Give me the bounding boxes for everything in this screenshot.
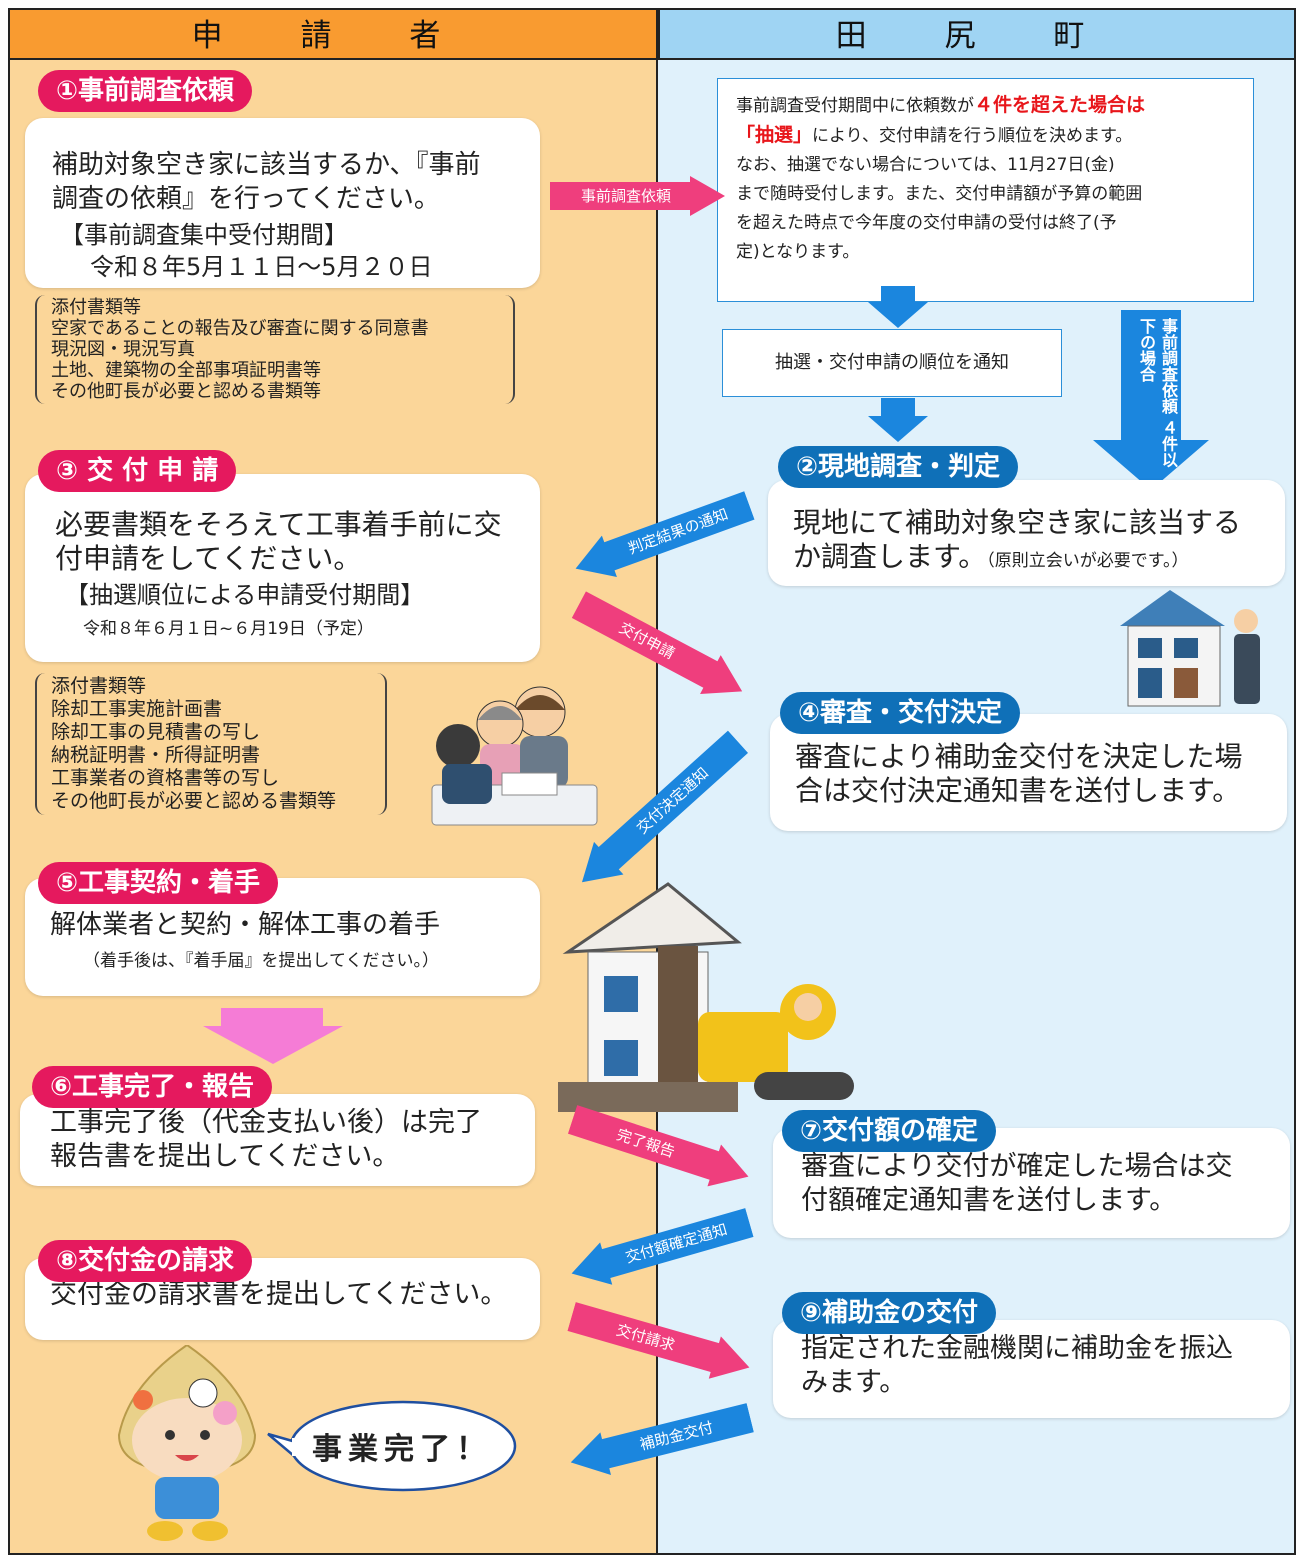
step6-card: 工事完了後（代金支払い後）は完了 報告書を提出してください。 <box>20 1094 535 1186</box>
house-inspector-illustration <box>1120 590 1260 707</box>
step4-label: ④審査・交付決定 <box>780 692 1021 734</box>
notice-box: 事前調査受付期間中に依頼数が４件を超えた場合は 「抽選」により、交付申請を行う順… <box>717 78 1254 302</box>
notice-text: まで随時受付します。また、交付申請額が予算の範囲 <box>736 184 1143 204</box>
step8-text: 交付金の請求書を提出してください。 <box>50 1279 508 1310</box>
mascot-illustration <box>117 1345 257 1541</box>
step7-text-2: 付額確定通知書を送付します。 <box>801 1185 1177 1216</box>
step1-card: 補助対象空き家に該当するか、『事前 調査の依頼』を行ってください。 【事前調査集… <box>25 118 540 288</box>
doc-item: その他町長が必要と認める書類等 <box>51 381 321 402</box>
step4-text-2: 合は交付決定通知書を送付します。 <box>795 774 1241 807</box>
demolition-illustration <box>558 882 854 1112</box>
notice-text: 定)となります。 <box>736 242 860 262</box>
step3-documents: 添付書類等 除却工事実施計画書 除却工事の見積書の写し 納税証明書・所得証明書 … <box>35 673 387 815</box>
down-arrow-icon <box>868 398 928 442</box>
step5-text: 解体業者と契約・解体工事の着手 <box>50 910 441 940</box>
step2-label: ②現地調査・判定 <box>778 446 1019 488</box>
step3-text-1: 必要書類をそろえて工事着手前に交 <box>55 508 502 541</box>
step5-label: ⑤工事契約・着手 <box>38 862 279 904</box>
arrow-amount-notice: 交付額確定通知 <box>566 1201 756 1294</box>
step2-text-1: 現地にて補助対象空き家に該当する <box>793 506 1242 539</box>
doc-item: 添付書類等 <box>51 675 147 697</box>
completion-text: 事業完了！ <box>312 1432 492 1467</box>
step3-card: 必要書類をそろえて工事着手前に交 付申請をしてください。 【抽選順位による申請受… <box>25 474 540 662</box>
step7-text-1: 審査により交付が確定した場合は交 <box>801 1151 1233 1182</box>
lottery-box: 抽選・交付申請の順位を通知 <box>722 329 1062 397</box>
notice-text: を超えた時点で今年度の交付申請の受付は終了(予 <box>736 213 1117 233</box>
step6-label: ⑥工事完了・報告 <box>32 1066 273 1108</box>
step2-text-2-main: か調査します。 <box>793 540 987 573</box>
step9-text-2: みます。 <box>801 1367 907 1398</box>
notice-highlight: ４件を超えた場合は <box>974 94 1146 116</box>
step8-label: ⑧交付金の請求 <box>38 1240 253 1282</box>
step1-period-title: 【事前調査集中受付期間】 <box>60 221 348 249</box>
step6-text-1: 工事完了後（代金支払い後）は完了 <box>50 1107 482 1138</box>
step7-label: ⑦交付額の確定 <box>782 1110 997 1152</box>
applicant-header: 申 請 者 <box>8 8 658 60</box>
step6-text-2: 報告書を提出してください。 <box>50 1141 400 1172</box>
step2-note: （原則立会いが必要です。） <box>986 551 1189 571</box>
doc-item: 除却工事実施計画書 <box>51 698 223 720</box>
step2-card: 現地にて補助対象空き家に該当する か調査します。（原則立会いが必要です。） <box>768 480 1285 586</box>
step1-documents: 添付書類等 空家であることの報告及び審査に関する同意書 現況図・現況写真 土地、… <box>35 295 515 404</box>
notice-text: なお、抽選でない場合については、11月27日(金) <box>736 155 1115 175</box>
notice-text: 事前調査受付期間中に依頼数が <box>736 96 974 116</box>
step1-text-1: 補助対象空き家に該当するか、『事前 <box>52 150 481 180</box>
arrow-payment-request: 交付請求 <box>566 1295 756 1388</box>
step3-label: ③ 交 付 申 請 <box>38 450 237 492</box>
step1-period: 令和８年5月１１日～5月２０日 <box>90 253 433 281</box>
arrow-subsidy-payment: 補助金交付 <box>565 1396 755 1483</box>
step9-label: ⑨補助金の交付 <box>782 1292 997 1334</box>
step1-label: ①事前調査依頼 <box>38 70 253 112</box>
doc-item: 除却工事の見積書の写し <box>51 721 261 743</box>
step3-text-2: 付申請をしてください。 <box>55 542 362 575</box>
down-arrow-icon <box>868 286 928 328</box>
arrow-pre-survey: 事前調査依頼 <box>550 176 725 216</box>
side-down-arrow-icon <box>1093 310 1209 490</box>
side-arrow-label: 事前調査依頼 ４件以下の場合 <box>1137 318 1178 468</box>
notice-lottery-word: 「抽選」 <box>736 124 813 146</box>
town-header: 田 尻 町 <box>658 8 1296 60</box>
arrow-grant-application: 交付申請 <box>568 585 752 711</box>
doc-item: 納税証明書・所得証明書 <box>51 744 261 766</box>
step1-text-2: 調査の依頼』を行ってください。 <box>52 184 440 214</box>
doc-item: 現況図・現況写真 <box>51 339 195 360</box>
step5-note: （着手後は、『着手届』を提出してください。） <box>83 951 439 971</box>
down-arrow-icon <box>203 1008 343 1064</box>
step3-period: 令和８年６月１日~６月19日（予定） <box>83 619 374 639</box>
doc-item: 土地、建築物の全部事項証明書等 <box>51 360 321 381</box>
doc-item: 工事業者の資格書等の写し <box>51 767 280 789</box>
arrow-judgement-notice: 判定結果の通知 <box>568 485 757 590</box>
consultation-illustration <box>431 686 598 826</box>
step9-card: 指定された金融機関に補助金を振込 みます。 <box>773 1320 1290 1418</box>
speech-bubble <box>267 1400 517 1492</box>
doc-item: 空家であることの報告及び審査に関する同意書 <box>51 318 429 339</box>
step2-text-2: か調査します。（原則立会いが必要です。） <box>793 540 1189 578</box>
arrow-completion-report: 完了報告 <box>566 1098 756 1197</box>
step4-text-1: 審査により補助金交付を決定した場 <box>795 740 1243 773</box>
step9-text-1: 指定された金融機関に補助金を振込 <box>801 1333 1233 1364</box>
doc-item: その他町長が必要と認める書類等 <box>51 790 337 812</box>
arrow-grant-decision: 交付決定通知 <box>567 725 753 898</box>
step3-period-title: 【抽選順位による申請受付期間】 <box>65 581 425 609</box>
doc-item: 添付書類等 <box>51 297 141 318</box>
notice-text: により、交付申請を行う順位を決めます。 <box>812 126 1133 146</box>
arrow-pre-survey-label: 事前調査依頼 <box>580 187 671 205</box>
